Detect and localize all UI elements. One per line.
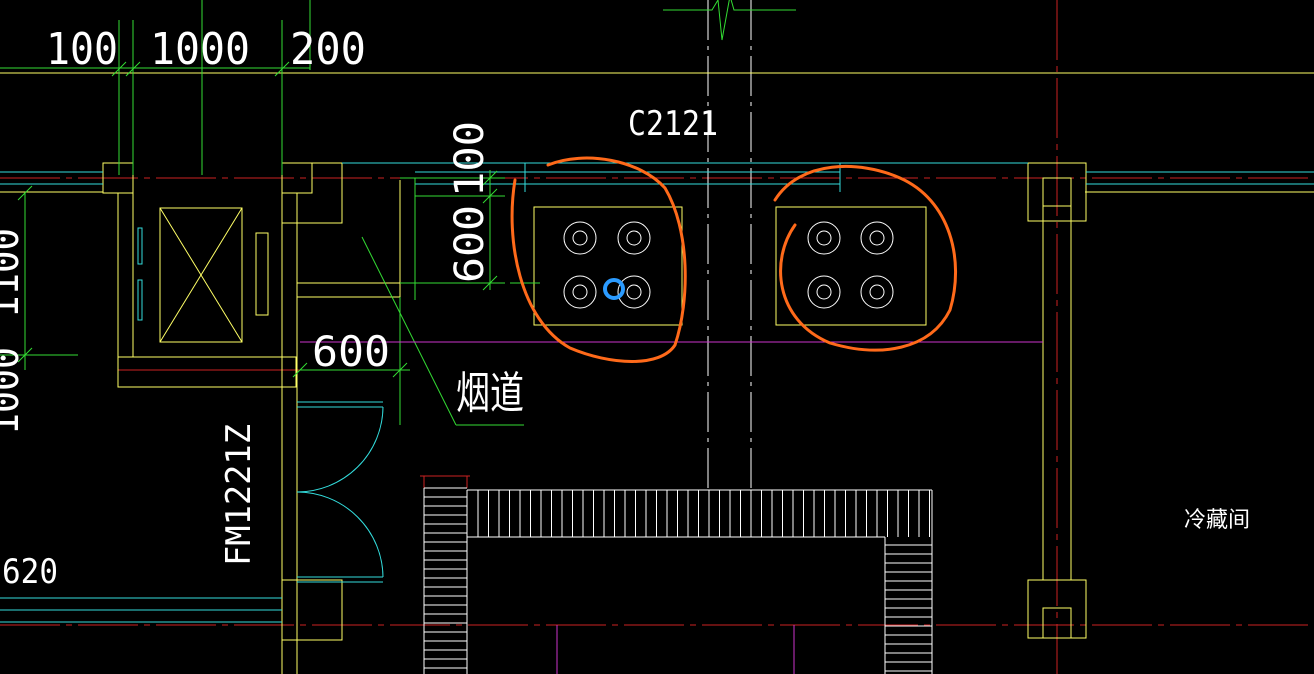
stove-right[interactable] bbox=[807, 221, 894, 309]
white-center-lines bbox=[707, 0, 752, 490]
dim-1100-vertical: 1100 bbox=[0, 228, 28, 318]
orange-markup bbox=[510, 156, 958, 363]
cursor-marker bbox=[603, 278, 625, 300]
cold-room-label: 冷藏间 bbox=[1184, 508, 1250, 533]
burner-circle bbox=[617, 275, 651, 309]
cyan-lines bbox=[0, 162, 1314, 623]
door-label: FM1221Z bbox=[219, 424, 259, 566]
dim-100-vertical: 100 bbox=[447, 121, 493, 197]
flue-label: 烟道 bbox=[456, 368, 524, 419]
dim-600-horizontal: 600 bbox=[312, 327, 390, 376]
burner-circle bbox=[860, 221, 894, 255]
stair-counter bbox=[420, 475, 933, 674]
burner-circle bbox=[563, 275, 597, 309]
markup-circle-right bbox=[773, 164, 958, 352]
dim-600-vertical: 600 bbox=[447, 205, 493, 283]
burner-circle bbox=[563, 221, 597, 255]
dim-200: 200 bbox=[290, 24, 366, 75]
dim-620: 620 bbox=[2, 552, 58, 592]
dim-1000-vertical: 1000 bbox=[0, 347, 28, 435]
burner-circle bbox=[807, 221, 841, 255]
dim-100: 100 bbox=[46, 24, 118, 75]
burner-circle bbox=[617, 221, 651, 255]
window-label: C2121 bbox=[628, 104, 718, 144]
green-dimension-lines bbox=[0, 0, 796, 426]
yellow-walls bbox=[0, 72, 1314, 674]
stove-left[interactable] bbox=[563, 221, 651, 309]
markup-circle-left bbox=[510, 156, 687, 363]
dim-1000: 1000 bbox=[150, 24, 250, 75]
burner-circle bbox=[807, 275, 841, 309]
burner-circle bbox=[860, 275, 894, 309]
